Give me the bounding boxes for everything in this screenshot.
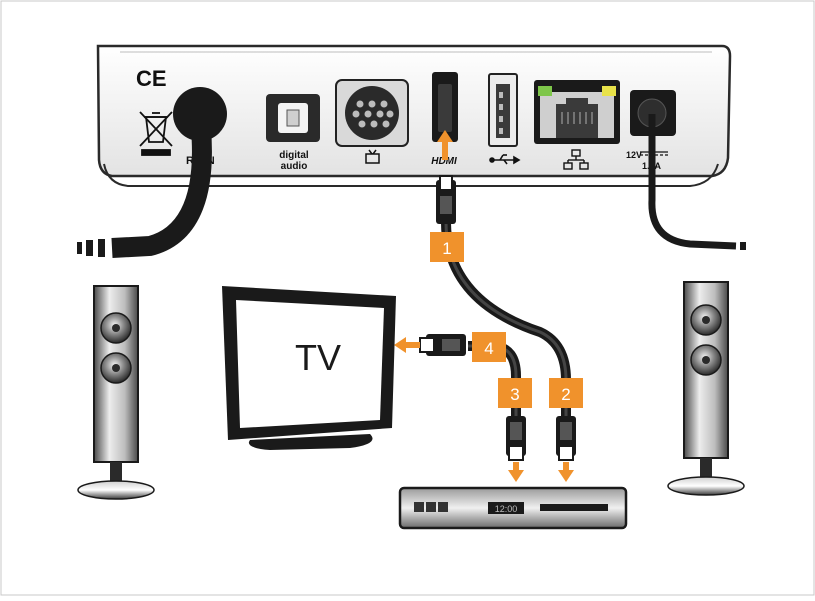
arrow-into-hdmi-port (437, 130, 453, 160)
digital-audio-label-2: audio (281, 161, 308, 172)
tv-port-icon (365, 149, 380, 164)
television (222, 286, 396, 450)
arrow-into-tv (394, 337, 420, 353)
recorder-display: 12:00 (495, 504, 518, 514)
digital-audio-label-1: digital (279, 150, 309, 161)
svg-text:4: 4 (484, 339, 493, 358)
set-top-box: CE RF IN digital audio (96, 44, 732, 187)
tv-label: TV (295, 337, 341, 378)
svg-text:2: 2 (561, 385, 570, 404)
power-voltage-label: 12V (626, 150, 642, 160)
recorder-device (398, 486, 628, 530)
hdmi-plug-recorder-2 (556, 416, 576, 461)
power-cable (648, 114, 737, 250)
step-badge-4: 4 (472, 332, 506, 362)
hdmi-port (432, 72, 458, 142)
ce-mark: CE (136, 66, 167, 91)
step-badge-2: 2 (549, 378, 583, 408)
network-icon (563, 149, 589, 170)
usb-icon (489, 154, 521, 165)
svg-text:3: 3 (510, 385, 519, 404)
hdmi-label: HDMI (431, 156, 457, 167)
rf-cable (111, 116, 212, 258)
power-port (630, 90, 676, 136)
av-port (335, 79, 409, 147)
speaker-right (667, 281, 745, 496)
arrow-into-recorder-2 (558, 462, 574, 482)
step-badge-3: 3 (498, 378, 532, 408)
svg-text:1: 1 (442, 239, 451, 258)
rf-cable-end (77, 239, 105, 257)
hdmi-plug-box (436, 175, 456, 224)
power-cable-end (740, 242, 746, 250)
hdmi-plug-tv (419, 334, 466, 356)
rf-in-port (173, 87, 227, 141)
speaker-left (77, 285, 155, 500)
weee-bin-icon (139, 111, 173, 156)
optical-audio-port (266, 94, 320, 142)
hdmi-plug-recorder-3 (506, 416, 526, 461)
ethernet-port (534, 80, 620, 144)
usb-port (488, 73, 518, 147)
arrow-into-recorder-3 (508, 462, 524, 482)
step-badge-1: 1 (430, 232, 464, 262)
